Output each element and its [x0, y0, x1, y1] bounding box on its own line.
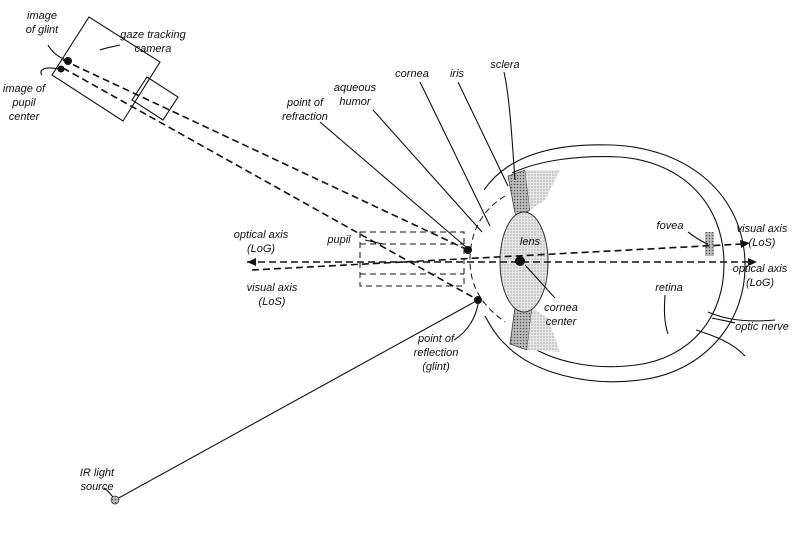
ray-pupil-to-reflection — [62, 67, 479, 301]
label-ir-light-source-line2: source — [80, 481, 113, 493]
label-cornea: cornea — [395, 68, 429, 80]
label-optical-axis-left: optical axis (LoG) — [234, 229, 289, 255]
label-image-of-pupil-center: image of pupil center — [3, 83, 46, 123]
optical-axis-arrow-left — [247, 258, 256, 266]
camera-body — [51, 16, 161, 122]
fovea-region — [705, 232, 714, 256]
ray-glint-to-refraction — [62, 59, 469, 251]
cornea-dome — [469, 195, 506, 323]
label-visual-axis-left: visual axis (LoS) — [247, 282, 298, 308]
label-fovea: fovea — [657, 220, 684, 232]
label-visual-axis-left-line2: (LoS) — [259, 296, 286, 308]
leader-lines — [40, 44, 736, 498]
optical-axis-arrow — [748, 258, 757, 266]
rays — [62, 59, 757, 501]
label-visual-axis-right-line1: visual axis — [737, 223, 788, 235]
label-gaze-tracking-camera-line2: camera — [135, 43, 172, 55]
visual-axis-line — [251, 243, 743, 271]
image-of-glint-dot — [64, 57, 72, 65]
label-sclera: sclera — [490, 59, 519, 71]
label-gaze-tracking-camera-line1: gaze tracking — [120, 29, 186, 41]
pupil-region — [359, 231, 465, 287]
label-point-of-reflection-line1: point of — [417, 333, 455, 345]
label-visual-axis-right: visual axis (LoS) — [737, 223, 788, 249]
cornea-center-dot — [515, 256, 525, 266]
label-cornea-center: cornea center — [544, 302, 578, 328]
label-aqueous-humor-line2: humor — [339, 96, 372, 108]
gaze-tracking-camera — [51, 16, 179, 122]
label-image-of-glint: image of glint — [26, 10, 59, 36]
label-lens: lens — [520, 236, 541, 248]
sclera-shading-lower — [527, 308, 560, 352]
label-image-of-pupil-center-line1: image of — [3, 83, 46, 95]
label-image-of-pupil-center-line2: pupil — [11, 97, 36, 109]
label-image-of-pupil-center-line3: center — [9, 111, 41, 123]
label-optical-axis-left-line1: optical axis — [234, 229, 289, 241]
label-aqueous-humor: aqueous humor — [334, 82, 377, 108]
label-point-of-refraction-line2: refraction — [282, 111, 328, 123]
point-of-reflection-dot — [474, 296, 482, 304]
camera-lens — [131, 76, 179, 121]
label-optical-axis-left-line2: (LoG) — [247, 243, 275, 255]
ray-ir-to-glint — [114, 299, 479, 501]
image-of-pupil-center-dot — [57, 65, 65, 73]
label-cornea-center-line1: cornea — [544, 302, 578, 314]
label-point-of-refraction-line1: point of — [286, 97, 324, 109]
label-optic-nerve: optic nerve — [735, 321, 789, 333]
sclera-shading — [525, 170, 560, 210]
visual-axis-arrow — [740, 240, 750, 248]
label-visual-axis-left-line1: visual axis — [247, 282, 298, 294]
label-ir-light-source-line1: IR light — [80, 467, 115, 479]
label-optical-axis-right-line1: optical axis — [733, 263, 788, 275]
label-ir-light-source: IR light source — [80, 467, 115, 493]
label-point-of-reflection-line3: (glint) — [422, 361, 450, 373]
ir-light-source-dot — [110, 495, 120, 505]
label-retina: retina — [655, 282, 683, 294]
label-optical-axis-right-line2: (LoG) — [746, 277, 774, 289]
label-cornea-center-line2: center — [546, 316, 578, 328]
label-point-of-reflection-line2: reflection — [414, 347, 459, 359]
label-image-of-glint-line1: image — [27, 10, 57, 22]
label-visual-axis-right-line2: (LoS) — [749, 237, 776, 249]
label-gaze-tracking-camera: gaze tracking camera — [120, 29, 186, 55]
label-point-of-refraction: point of refraction — [282, 97, 328, 123]
optic-nerve — [707, 311, 776, 322]
label-image-of-glint-line2: of glint — [26, 24, 59, 36]
label-aqueous-humor-line1: aqueous — [334, 82, 377, 94]
eye — [359, 144, 776, 383]
label-iris: iris — [450, 68, 465, 80]
label-pupil: pupil — [326, 234, 351, 246]
eyeball-outer — [483, 144, 746, 383]
point-of-refraction-dot — [464, 246, 472, 254]
optic-nerve-lower — [695, 329, 746, 357]
label-point-of-reflection: point of reflection (glint) — [414, 333, 459, 373]
label-optical-axis-right: optical axis (LoG) — [733, 263, 788, 289]
